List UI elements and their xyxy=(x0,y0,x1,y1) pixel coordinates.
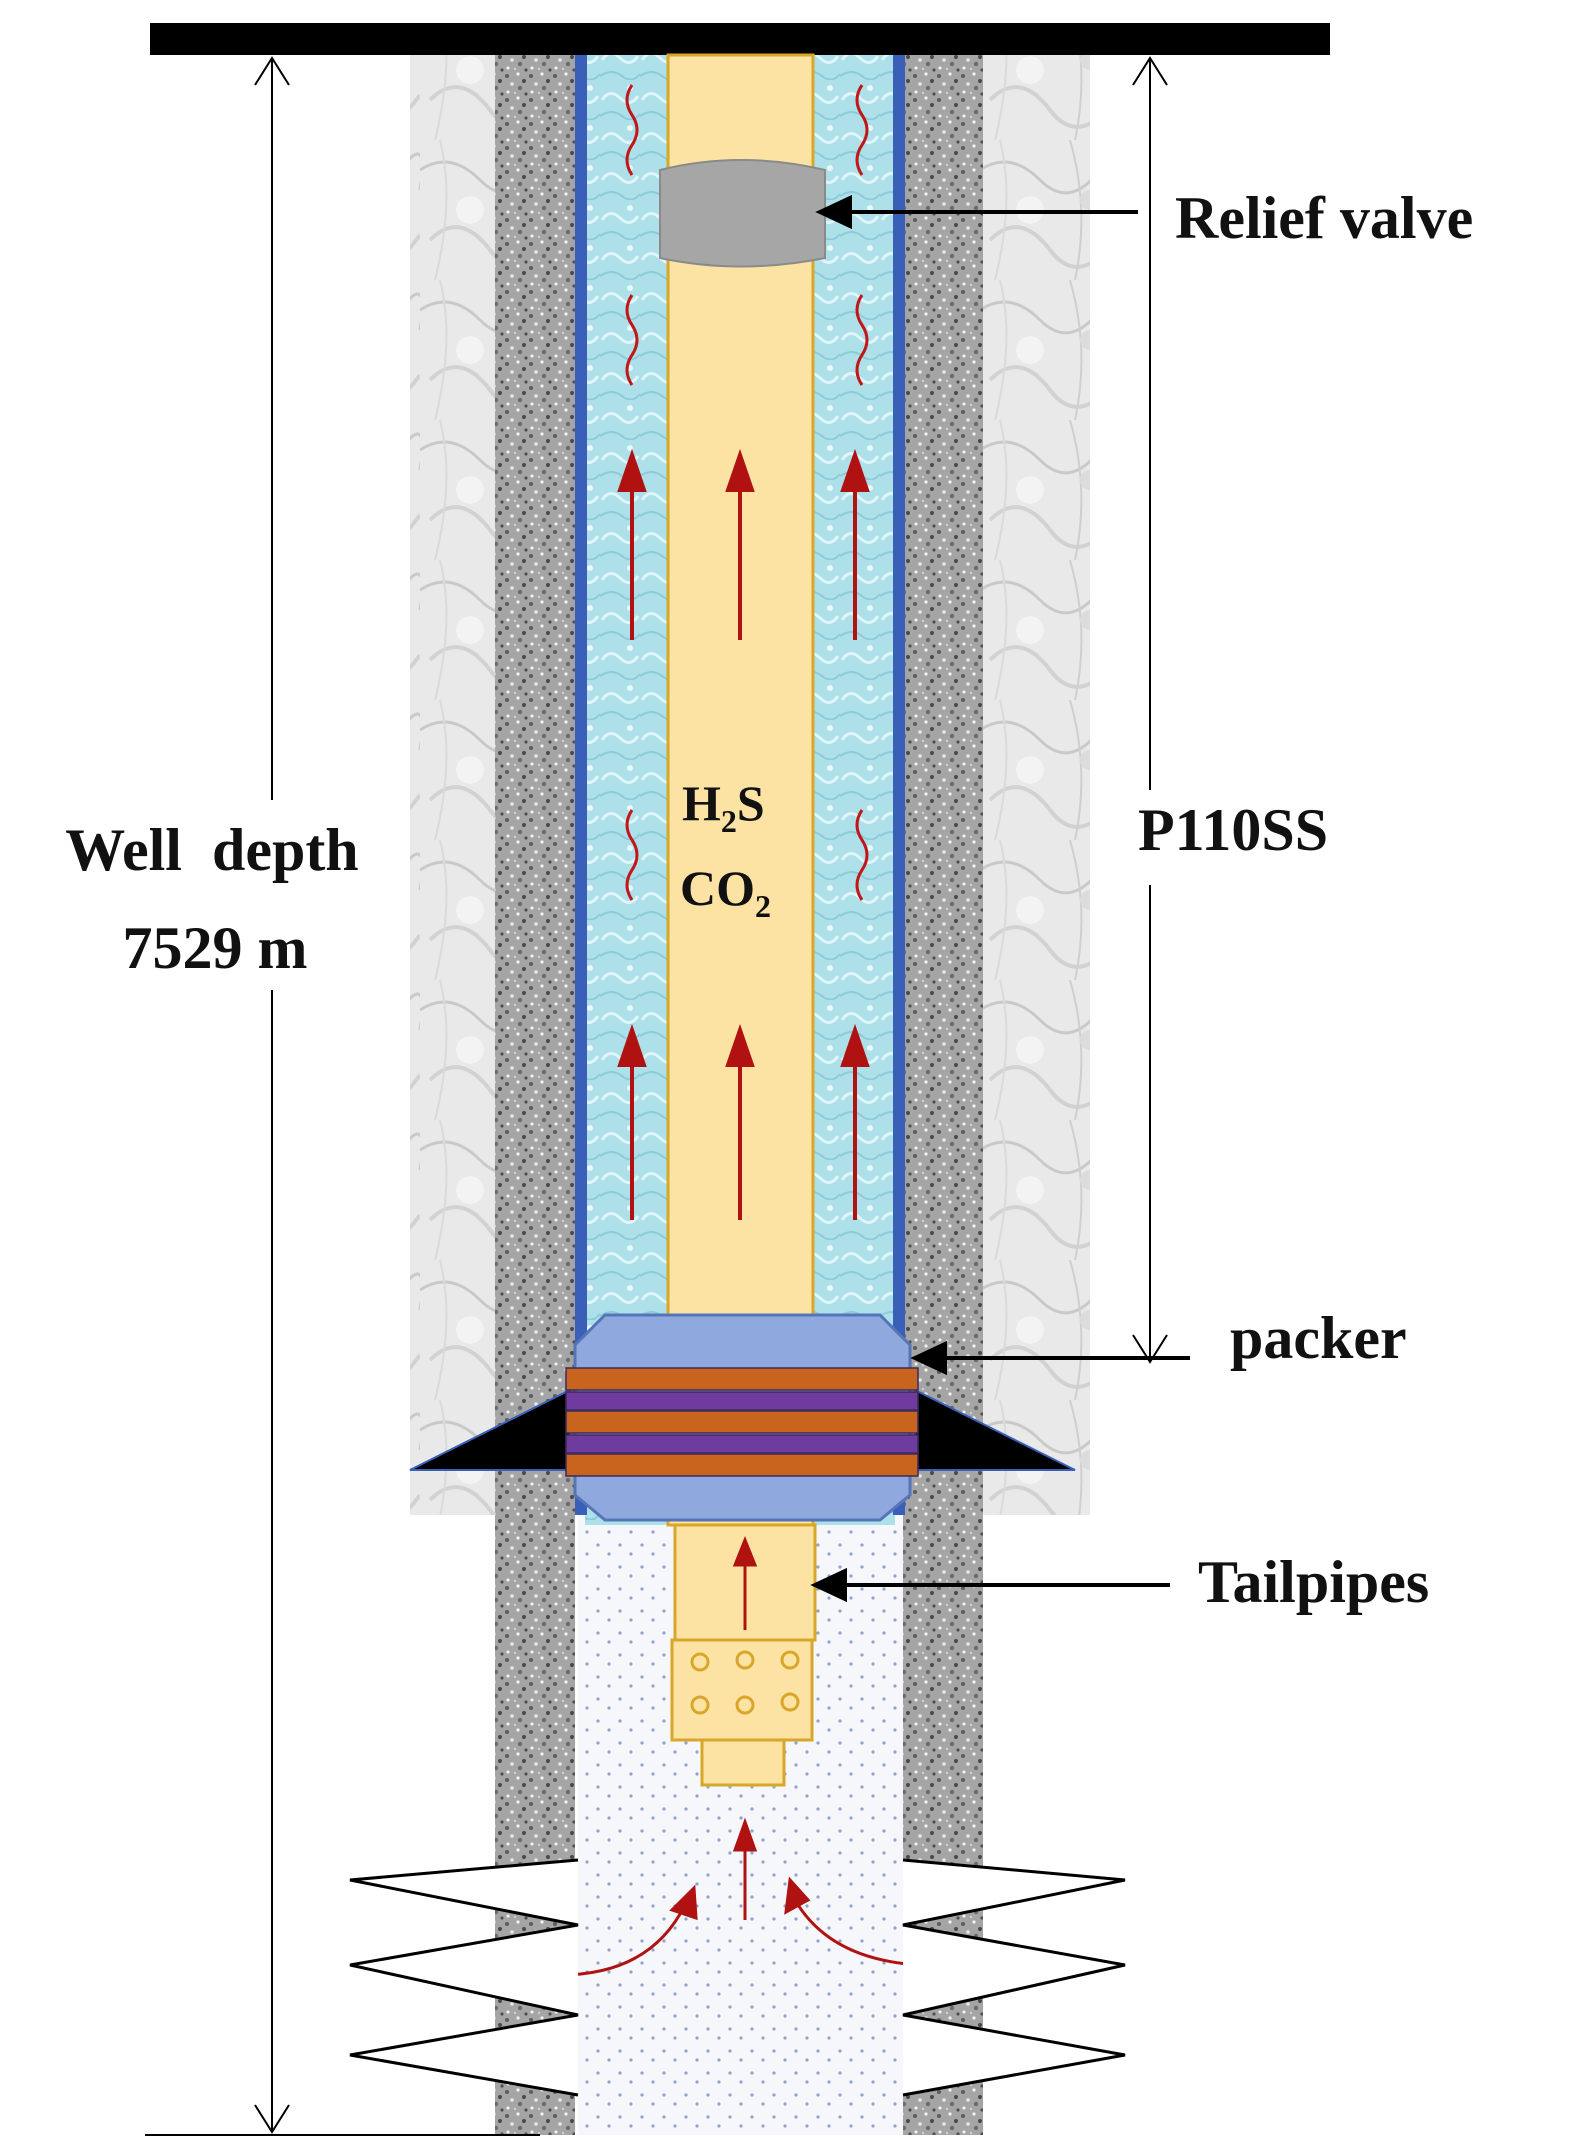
packer-label: packer xyxy=(1230,1305,1407,1371)
packer-rubbers xyxy=(565,1367,919,1477)
well-depth-dimension xyxy=(254,56,290,2134)
packer-callout xyxy=(910,1340,1190,1376)
well-depth-label: Well depth xyxy=(65,817,358,883)
casing-length-dimension xyxy=(1132,56,1168,1364)
gas-co2-label: CO2 xyxy=(680,860,771,924)
tailpipes-callout xyxy=(810,1567,1170,1603)
cement-sheath-left xyxy=(495,55,575,2135)
wellhead-bar xyxy=(150,23,1330,55)
casing-wall-right xyxy=(893,55,905,1515)
tailpipe-end xyxy=(700,1738,786,1787)
casing-wall-left xyxy=(575,55,587,1515)
inflow-arrows xyxy=(559,1817,921,1977)
tailpipes-label: Tailpipes xyxy=(1198,1549,1429,1615)
fracture-right xyxy=(902,1858,1126,2097)
relief-valve-callout xyxy=(815,194,1138,230)
production-tubing xyxy=(666,53,815,1527)
well-depth-label-bg xyxy=(20,800,405,990)
well-depth-value: 7529 m xyxy=(123,915,308,981)
relief-valve xyxy=(659,159,826,268)
perforation-holes xyxy=(690,1650,800,1715)
gas-h2s-label: H2S xyxy=(682,775,765,839)
relief-valve-label: Relief valve xyxy=(1175,185,1473,251)
perforated-joint xyxy=(670,1638,814,1742)
flow-arrows xyxy=(617,448,870,1220)
heat-waves xyxy=(625,84,869,901)
cement-sheath-right xyxy=(903,55,983,2135)
fracture-left xyxy=(349,1858,579,2097)
casing-grade-label-bg xyxy=(1125,790,1395,885)
tailpipe-flow-arrow xyxy=(732,1535,758,1630)
casing-grade-label: P110SS xyxy=(1138,797,1328,863)
